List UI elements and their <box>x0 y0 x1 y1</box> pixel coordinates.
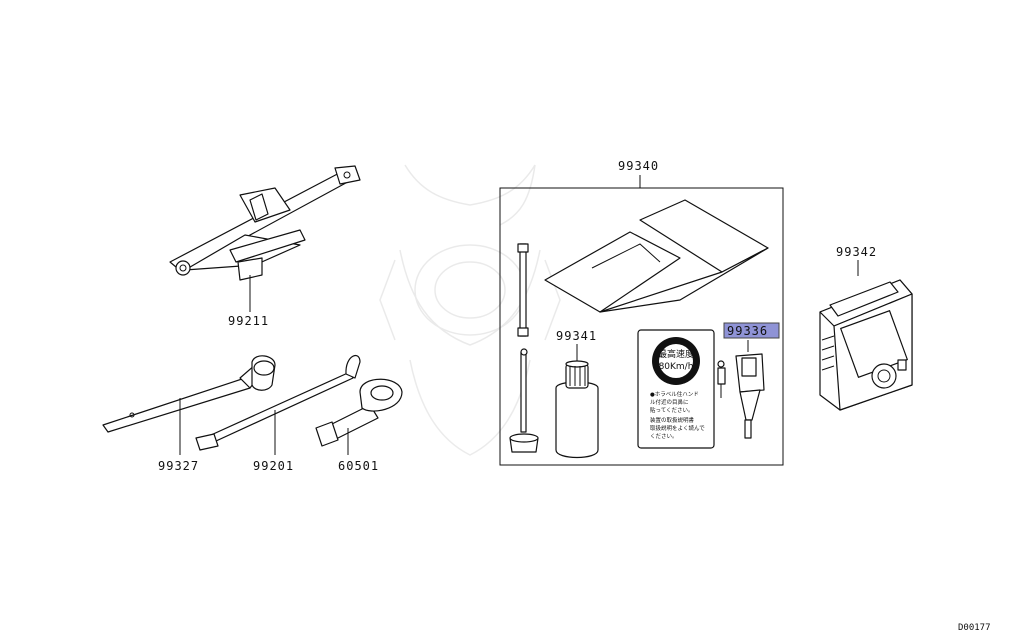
repair-kit-bag[interactable] <box>544 199 769 313</box>
diagram-code: D00177 <box>958 623 991 633</box>
repair-kit-frame <box>499 187 784 466</box>
part-number-99201[interactable]: 99201 <box>253 459 294 473</box>
valve-extension-rod[interactable] <box>509 243 539 453</box>
jack-handle[interactable] <box>195 354 361 451</box>
towing-hook[interactable] <box>315 378 403 447</box>
part-number-60501[interactable]: 60501 <box>338 459 379 473</box>
part-number-99211[interactable]: 99211 <box>228 314 269 328</box>
air-compressor[interactable] <box>819 263 913 411</box>
label-note-2: ル付近の目鼻に <box>650 398 689 406</box>
speed-label-value: 80Km/h <box>659 362 694 372</box>
label-note-1: ●ホラベル住ハンド <box>650 390 699 398</box>
label-note-3: 貼ってください。 <box>650 406 694 414</box>
speed-label-jp: 最高速度 <box>658 348 694 360</box>
part-number-99336-highlight <box>723 322 780 339</box>
valve-tool[interactable] <box>735 353 765 439</box>
valve-core[interactable] <box>717 360 726 398</box>
part-number-99336[interactable]: 99336 <box>727 324 768 338</box>
part-number-99341[interactable]: 99341 <box>556 329 597 343</box>
wheel-brace[interactable] <box>102 355 276 433</box>
part-number-99342[interactable]: 99342 <box>836 245 877 259</box>
label-note-5: 取扱説明をよく読んで <box>650 424 705 432</box>
scissor-jack[interactable] <box>169 165 361 281</box>
label-note-6: ください。 <box>650 433 678 440</box>
part-number-99340[interactable]: 99340 <box>618 159 659 173</box>
watermark-emblem <box>379 164 561 456</box>
speed-limit-label[interactable]: 最高速度 80Km/h ●ホラベル住ハンド ル付近の目鼻に 貼ってください。 装… <box>637 329 715 449</box>
label-note-4: 装置の取扱説明書 <box>650 416 695 424</box>
sealant-bottle[interactable] <box>555 360 599 459</box>
part-number-99327[interactable]: 99327 <box>158 459 199 473</box>
